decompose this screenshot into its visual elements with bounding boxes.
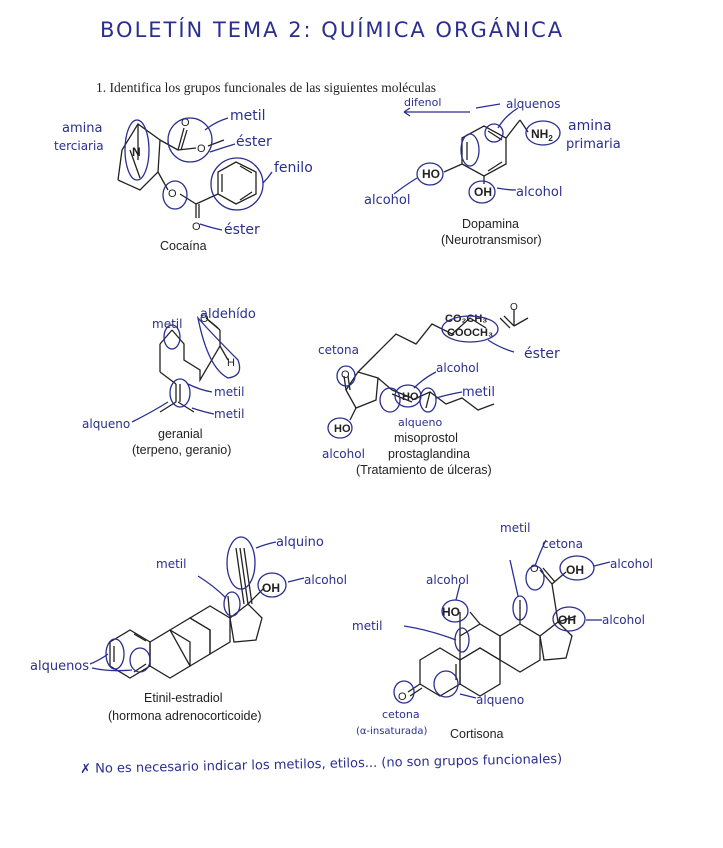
geranial-subtitle: (terpeno, geranio): [132, 443, 231, 457]
geranial-annotation-marks: [131, 315, 241, 423]
cocaina-note-ester1: éster: [236, 134, 272, 150]
misoprostol-note-metil: metil: [462, 385, 495, 400]
cocaina-atom-o4: O: [192, 221, 201, 233]
cortisona-note-metil1: metil: [500, 521, 530, 535]
cocaina-note-terciaria: terciaria: [54, 139, 104, 153]
misoprostol-note-ester: éster: [524, 346, 560, 362]
dopamina-note-alquenos: alquenos: [506, 97, 561, 111]
cocaina-note-amina: amina: [62, 121, 102, 136]
dopamina-subtitle: (Neurotransmisor): [441, 233, 542, 247]
misoprostol-atom-o-ring: O: [341, 369, 350, 381]
misoprostol-note-alqueno: alqueno: [398, 416, 442, 429]
dopamina-atom-ho: HO: [422, 167, 440, 181]
dopamina-note-alcohol2: alcohol: [516, 185, 562, 200]
misoprostol-subtitle1: prostaglandina: [388, 447, 470, 461]
cortisona-note-alcohol1: alcohol: [426, 573, 469, 587]
page-title: BOLETÍN TEMA 2: QUÍMICA ORGÁNICA: [100, 18, 565, 42]
cortisona-atom-ho: HO: [442, 605, 460, 619]
geranial-note-aldehido: aldehído: [200, 307, 256, 322]
etinil-note-metil: metil: [156, 557, 186, 571]
cocaina-name: Cocaína: [160, 239, 207, 253]
molecule-geranial: O H geranial (terpeno, geranio) metil al…: [82, 307, 256, 457]
cortisona-atom-o1: O: [530, 563, 539, 575]
dopamina-note-alcohol1: alcohol: [364, 193, 410, 208]
cortisona-note-alqueno: alqueno: [476, 693, 524, 707]
cocaina-note-ester2: éster: [224, 222, 260, 238]
geranial-note-metil2: metil: [214, 385, 244, 399]
dopamina-note-amina: amina: [568, 118, 612, 134]
cocaina-atom-o2: O: [197, 143, 206, 155]
etinil-note-alquino: alquino: [276, 535, 324, 550]
misoprostol-atom-cooch3: COOCH₃: [447, 327, 493, 339]
cortisona-note-alcohol3: alcohol: [602, 613, 645, 627]
geranial-atom-o: O: [200, 313, 209, 325]
misoprostol-note-alcohol1: alcohol: [436, 361, 479, 375]
molecule-etinil-estradiol: OH Etinil-estradiol (hormona adrenocorti…: [30, 535, 347, 723]
dopamina-note-difenol: difenol: [404, 96, 441, 109]
geranial-atom-h: H: [227, 357, 235, 369]
cocaina-annotation-marks: [124, 117, 273, 231]
etinil-skeleton: [109, 547, 265, 679]
misoprostol-annotation-marks: [327, 315, 515, 439]
etinil-annotation-marks: [89, 536, 305, 673]
cortisona-atom-o2: O: [398, 691, 407, 703]
cortisona-note-alcohol2: alcohol: [610, 557, 653, 571]
molecule-cocaina: N O O O O Cocaína amina terciaria metil …: [54, 108, 313, 253]
cortisona-note-cetona1: cetona: [542, 537, 583, 551]
dopamina-name: Dopamina: [462, 217, 519, 231]
cocaina-atom-o1: O: [181, 117, 190, 129]
cocaina-atom-o3: O: [168, 188, 177, 200]
misoprostol-note-alcohol2: alcohol: [322, 447, 365, 461]
dopamina-annotation-marks: [393, 103, 561, 204]
geranial-name: geranial: [158, 427, 202, 441]
misoprostol-atom-o-ester: O: [510, 302, 518, 313]
misoprostol-subtitle2: (Tratamiento de úlceras): [356, 463, 492, 477]
geranial-note-metil3: metil: [214, 407, 244, 421]
molecule-dopamina: NH2 HO OH Dopamina (Neurotransmisor) dif…: [364, 96, 621, 247]
cortisona-note-metil2: metil: [352, 619, 382, 633]
etinil-atom-oh: OH: [262, 581, 280, 595]
misoprostol-name: misoprostol: [394, 431, 458, 445]
molecule-cortisona: HO OH OH O O Cortisona metil cetona alco…: [352, 521, 653, 741]
misoprostol-note-cetona: cetona: [318, 343, 359, 357]
cortisona-annotation-marks: [393, 539, 611, 704]
cortisona-note-cetona2: cetona: [382, 708, 420, 721]
geranial-note-metil1: metil: [152, 317, 182, 331]
molecule-misoprostol: CO₂CH₃ COOCH₃ O O HO HO misoprostol pros…: [318, 302, 560, 477]
dopamina-atom-nh2: NH2: [531, 127, 553, 143]
cocaina-note-fenilo: fenilo: [274, 160, 313, 176]
cortisona-atom-oh1: OH: [566, 563, 584, 577]
dopamina-atom-oh: OH: [474, 185, 492, 199]
etinil-note-alquenos: alquenos: [30, 659, 89, 674]
cortisona-note-a-insaturada: (α-insaturada): [356, 726, 428, 737]
misoprostol-atom-ho2: HO: [334, 423, 351, 435]
exercise-question: 1. Identifica los grupos funcionales de …: [96, 80, 437, 95]
etinil-note-alcohol: alcohol: [304, 573, 347, 587]
dopamina-skeleton: [443, 119, 529, 184]
misoprostol-atom-ho1: HO: [402, 391, 419, 403]
geranial-note-alqueno: alqueno: [82, 417, 130, 431]
cocaina-note-metil: metil: [230, 108, 266, 124]
cocaina-atom-n: N: [132, 145, 141, 159]
etinil-subtitle: (hormona adrenocorticoide): [108, 709, 262, 723]
dopamina-note-primaria: primaria: [566, 137, 621, 152]
cortisona-atom-oh2: OH: [558, 613, 576, 627]
etinil-name: Etinil-estradiol: [144, 691, 223, 705]
cortisona-name: Cortisona: [450, 727, 504, 741]
